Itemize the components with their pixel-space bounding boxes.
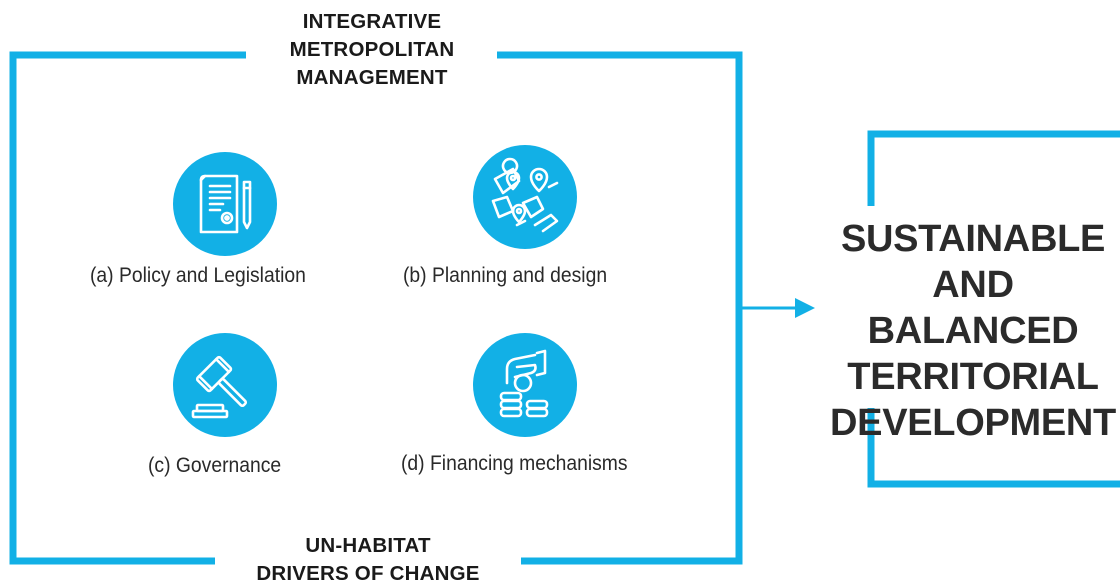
- top-heading-line-2: METROPOLITAN: [289, 38, 455, 61]
- bottom-heading-line-1: UN-HABITAT: [305, 534, 431, 557]
- outcome-line-2: AND BALANCED: [867, 264, 1079, 352]
- city-map-pins-icon: [473, 145, 577, 249]
- outcome-bracket-top: [867, 130, 1120, 206]
- box-left-top-line: [9, 51, 246, 565]
- bottom-heading-line-2: DRIVERS OF CHANGE: [256, 562, 480, 585]
- outcome-bracket-bottom: [867, 408, 1120, 488]
- item-c-label: (c) Governance: [148, 454, 282, 477]
- item-a-label: (a) Policy and Legislation: [90, 264, 306, 287]
- item-b-label: (b) Planning and design: [403, 264, 608, 287]
- document-pen-icon: [173, 152, 277, 256]
- outcome-title: SUSTAINABLE AND BALANCED TERRITORIAL DEV…: [826, 216, 1120, 446]
- outcome-line-3: TERRITORIAL: [847, 356, 1099, 398]
- top-heading-line-3: MANAGEMENT: [296, 66, 448, 89]
- bottom-heading: UN-HABITAT DRIVERS OF CHANGE: [215, 532, 521, 588]
- item-d-label: (d) Financing mechanisms: [401, 452, 628, 475]
- hand-coins-icon: [473, 333, 577, 437]
- top-heading: INTEGRATIVE METROPOLITAN MANAGEMENT: [250, 8, 494, 92]
- top-heading-line-1: INTEGRATIVE: [302, 10, 442, 33]
- outcome-line-1: SUSTAINABLE: [840, 218, 1106, 260]
- gavel-icon: [173, 333, 277, 437]
- box-right-top-line: [497, 51, 743, 565]
- arrow-head: [795, 298, 815, 318]
- outcome-line-4: DEVELOPMENT: [830, 402, 1116, 444]
